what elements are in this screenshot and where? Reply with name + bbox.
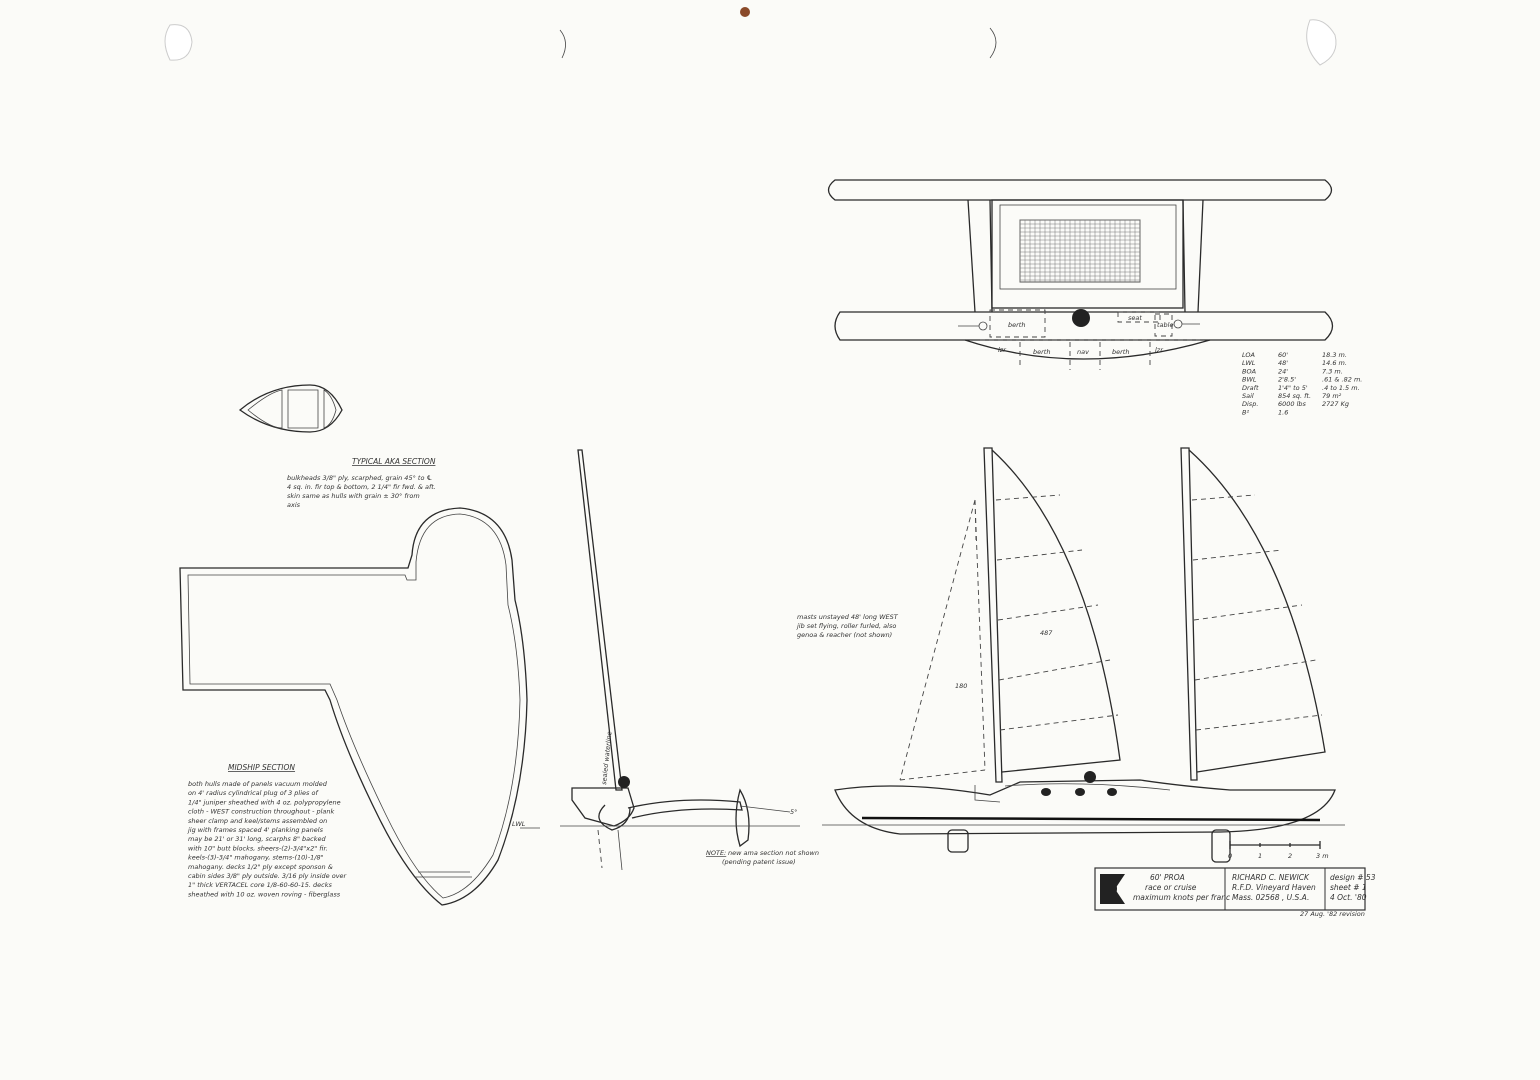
stain xyxy=(740,7,750,17)
svg-text:3 m: 3 m xyxy=(1316,852,1329,860)
mast-note: masts unstayed 48' long WEST jib set fly… xyxy=(796,613,900,639)
particular-imperial: 1.6 xyxy=(1278,408,1288,416)
title-block: 60' PROA race or cruise maximum knots pe… xyxy=(1094,867,1376,918)
particular-label: Sail xyxy=(1242,392,1254,400)
particular-label: Draft xyxy=(1242,384,1259,392)
waterline-label: sealed waterline xyxy=(600,731,614,785)
revision-note: 27 Aug. '82 revision xyxy=(1300,910,1365,918)
label-lzr: lzr xyxy=(1155,346,1164,354)
jib-sail-area: 180 xyxy=(955,682,967,690)
particular-label: B² xyxy=(1242,408,1249,416)
design-number: design # 53 xyxy=(1330,873,1376,882)
designer-logo xyxy=(1100,874,1125,904)
particular-metric: 2727 Kg xyxy=(1322,400,1349,408)
note-line: cabin sides 3/8" ply outside. 3/16 ply i… xyxy=(188,872,348,880)
note-line: 1/4" juniper sheathed with 4 oz. polypro… xyxy=(188,798,341,806)
label-table: table xyxy=(1157,321,1173,329)
particular-imperial: 24' xyxy=(1278,367,1288,375)
particular-imperial: 2'8.5' xyxy=(1278,376,1296,384)
particular-imperial: 1'4" to 5' xyxy=(1278,384,1308,392)
designer-name: RICHARD C. NEWICK xyxy=(1232,873,1310,882)
note-line: on 4' radius cylindrical plug of 3 plies… xyxy=(188,789,319,797)
aka-section: TYPICAL AKA SECTION bulkheads 3/8" ply, … xyxy=(238,384,438,509)
scale-bar: 0 1 2 3 m xyxy=(1228,841,1329,860)
sheet-number: sheet # 1 xyxy=(1330,883,1367,892)
drawing-date: 4 Oct. '80 xyxy=(1330,893,1367,902)
svg-text:0: 0 xyxy=(1228,852,1232,860)
angle-label: 5° xyxy=(790,808,797,816)
note-line: cloth - WEST construction throughout - p… xyxy=(188,808,335,816)
label-seat: seat xyxy=(1128,314,1142,322)
particular-metric: 79 m² xyxy=(1322,392,1342,400)
particular-label: LOA xyxy=(1242,351,1255,359)
particular-imperial: 48' xyxy=(1278,359,1288,367)
svg-text:1: 1 xyxy=(1258,852,1262,860)
plan-view: berth seat table lzr berth nav berth lzr xyxy=(827,179,1334,370)
binder-holes xyxy=(164,7,1337,66)
particular-label: BWL xyxy=(1242,376,1257,384)
note-line: may be 21' or 31' long, scarphs 8" backe… xyxy=(188,835,326,843)
svg-text:2: 2 xyxy=(1288,852,1292,860)
midship-section-title: MIDSHIP SECTION xyxy=(228,763,295,772)
note-line: keels-(3)-3/4" mahogany, stems-(10)-1/8" xyxy=(188,854,324,862)
design-tagline: maximum knots per franc xyxy=(1133,893,1231,902)
aka-section-title: TYPICAL AKA SECTION xyxy=(352,457,436,466)
particular-metric: .4 to 1.5 m. xyxy=(1322,384,1360,392)
designer-address: Mass. 02568 , U.S.A. xyxy=(1232,893,1309,902)
particular-label: BOA xyxy=(1242,367,1256,375)
note-line: mahogany. decks 1/2" ply except sponson … xyxy=(188,863,333,871)
label-berth: berth xyxy=(1008,321,1025,329)
note-line: sheathed with 10 oz. woven roving - fibe… xyxy=(188,890,341,898)
end-view-note: NOTE: new ama section not shown (pending… xyxy=(706,849,821,866)
particular-imperial: 854 sq. ft. xyxy=(1278,392,1311,400)
note-line: with 10" butt blocks, sheers-(2)-3/4"x2"… xyxy=(188,844,328,852)
side-elevation: 487 180 masts unstayed 48' long WEST jib… xyxy=(796,447,1345,863)
label-berth: berth xyxy=(1033,348,1050,356)
main-sail-area: 487 xyxy=(1040,629,1053,637)
particular-metric: 18.3 m. xyxy=(1322,351,1347,359)
particular-label: Disp. xyxy=(1242,400,1258,408)
aka-section-notes: bulkheads 3/8" ply, scarphed, grain 45° … xyxy=(287,474,438,509)
note-line: both hulls made of panels vacuum molded xyxy=(188,780,328,788)
designer-address: R.F.D. Vineyard Haven xyxy=(1232,883,1316,892)
particular-metric: 14.6 m. xyxy=(1322,359,1347,367)
label-berth: berth xyxy=(1112,348,1129,356)
particular-imperial: 60' xyxy=(1278,351,1288,359)
design-name: 60' PROA xyxy=(1150,873,1185,882)
solar-grid xyxy=(1019,219,1141,283)
end-view: 5° sealed waterline NOTE: new ama sectio… xyxy=(560,449,821,871)
particular-metric: 7.3 m. xyxy=(1322,367,1343,375)
particular-label: LWL xyxy=(1242,359,1256,367)
design-purpose: race or cruise xyxy=(1145,883,1197,892)
particular-metric: .61 & .82 m. xyxy=(1322,376,1362,384)
particulars-table: LOA 60' 18.3 m. LWL 48' 14.6 m. BOA 24' 7.3 m. BW… xyxy=(1242,351,1362,416)
particular-imperial: 6000 lbs xyxy=(1278,400,1307,408)
note-line: jig with frames spaced 4' planking panel… xyxy=(187,826,324,834)
label-lzr: lzr xyxy=(998,346,1007,354)
note-line: sheer clamp and keel/stems assembled on xyxy=(188,817,327,825)
label-nav: nav xyxy=(1077,348,1089,356)
lwl-label: LWL xyxy=(512,820,526,828)
note-line: 1" thick VERTACEL core 1/8-60-60-15. dec… xyxy=(188,881,332,889)
midship-section: LWL MIDSHIP SECTION both hulls made of p… xyxy=(179,507,540,906)
hatch-circle xyxy=(1072,309,1090,327)
